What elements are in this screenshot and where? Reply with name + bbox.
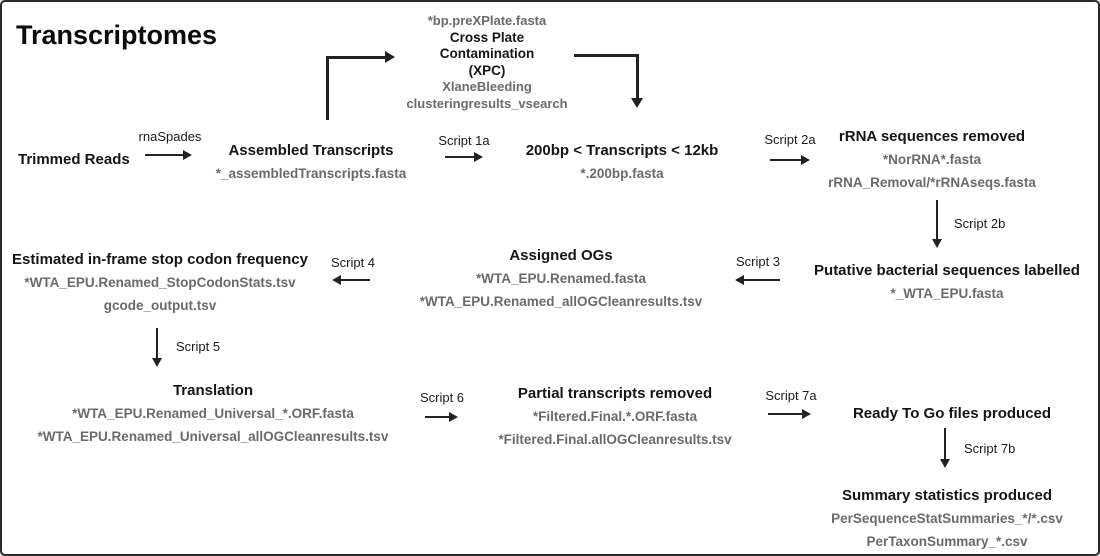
node-file: PerSequenceStatSummaries_*/*.csv [831, 511, 1063, 526]
node-title-line: Cross Plate [449, 29, 525, 45]
node-putative-bacterial-labelled: Putative bacterial sequences labelled *_… [814, 259, 1080, 305]
node-file: *_WTA_EPU.fasta [890, 286, 1004, 301]
node-file: *WTA_EPU.Renamed_allOGCleanresults.tsv [419, 294, 703, 309]
node-title: Assembled Transcripts [228, 142, 394, 159]
arrow-script-4-head [332, 275, 341, 285]
node-file: clusteringresults_vsearch [406, 95, 568, 111]
node-file: rRNA_Removal/*rRNAseqs.fasta [828, 175, 1036, 190]
arrow-from-xpc-vertical [636, 54, 639, 99]
node-file: *NorRNA*.fasta [882, 152, 982, 167]
edge-label-rnaspades: rnaSpades [138, 129, 202, 144]
node-title: Translation [172, 382, 254, 399]
node-file: *bp.preXPlate.fasta [427, 13, 547, 28]
node-assigned-ogs: Assigned OGs *WTA_EPU.Renamed.fasta *WTA… [420, 244, 703, 313]
node-file: *WTA_EPU.Renamed_Universal_allOGCleanres… [37, 429, 389, 444]
arrow-from-xpc-horizontal [574, 54, 639, 57]
node-file: *Filtered.Final.*.ORF.fasta [532, 409, 698, 424]
edge-label-script-7b: Script 7b [964, 441, 1016, 456]
node-title: Estimated in-frame stop codon frequency [12, 251, 308, 268]
arrow-script-3-line [743, 279, 780, 281]
node-file: PerTaxonSummary_*.csv [866, 534, 1028, 549]
node-file: XlaneBleeding [442, 79, 532, 94]
page-title: Transcriptomes [16, 20, 218, 50]
arrow-script-7a-head [802, 409, 811, 419]
edge-label-script-3: Script 3 [735, 254, 781, 269]
arrow-script-2b-head [932, 239, 942, 248]
node-title: Assigned OGs [509, 247, 613, 264]
node-title: Summary statistics produced [841, 487, 1053, 504]
edge-label-script-7a: Script 7a [765, 388, 817, 403]
node-trimmed-reads: Trimmed Reads [18, 148, 130, 171]
node-title: Putative bacterial sequences labelled [814, 262, 1080, 279]
arrow-script-1a-line [445, 156, 475, 158]
node-title: rRNA sequences removed [838, 128, 1026, 145]
arrow-script-5-line [156, 328, 158, 359]
arrow-script-1a-head [474, 152, 483, 162]
node-file: *.200bp.fasta [580, 166, 664, 181]
edge-label-script-5: Script 5 [176, 339, 221, 354]
node-assembled-transcripts: Assembled Transcripts *_assembledTranscr… [216, 139, 407, 185]
node-translation: Translation *WTA_EPU.Renamed_Universal_*… [38, 379, 389, 448]
arrow-script-2a-line [770, 159, 802, 161]
node-title-line: (XPC) [468, 62, 506, 78]
arrow-rnaspades-head [183, 150, 192, 160]
node-file: *_assembledTranscripts.fasta [215, 166, 407, 181]
node-size-filtered-transcripts: 200bp < Transcripts < 12kb *.200bp.fasta [526, 139, 719, 185]
node-title: Trimmed Reads [18, 151, 130, 168]
node-ready-to-go: Ready To Go files produced [853, 402, 1051, 425]
node-rrna-sequences-removed: rRNA sequences removed *NorRNA*.fasta rR… [828, 125, 1036, 194]
node-title-line: Contamination [439, 46, 535, 61]
node-file: *WTA_EPU.Renamed_Universal_*.ORF.fasta [72, 406, 354, 421]
node-partial-transcripts-removed: Partial transcripts removed *Filtered.Fi… [498, 382, 731, 451]
arrow-to-xpc-vertical [326, 57, 329, 120]
arrow-script-2a-head [801, 155, 810, 165]
arrow-to-xpc-head [385, 51, 395, 63]
node-file: *Filtered.Final.allOGCleanresults.tsv [498, 432, 732, 447]
edge-label-script-2b: Script 2b [954, 216, 1006, 231]
arrow-script-3-head [735, 275, 744, 285]
arrow-script-5-head [152, 358, 162, 367]
arrow-to-xpc-horizontal [326, 56, 386, 59]
node-file: *WTA_EPU.Renamed_StopCodonStats.tsv [24, 275, 296, 290]
arrow-rnaspades-line [145, 154, 184, 156]
arrow-script-6-line [425, 416, 450, 418]
edge-label-script-6: Script 6 [419, 390, 465, 405]
arrow-script-7a-line [768, 413, 803, 415]
edge-label-script-4: Script 4 [330, 255, 376, 270]
node-title: Ready To Go files produced [852, 405, 1052, 422]
edge-label-script-2a: Script 2a [764, 132, 816, 147]
arrow-script-4-line [340, 279, 370, 281]
arrow-script-2b-line [936, 200, 938, 240]
node-stop-codon-frequency: Estimated in-frame stop codon frequency … [12, 248, 308, 317]
node-cross-plate-contamination: *bp.preXPlate.fasta Cross Plate Contamin… [406, 13, 567, 112]
arrow-script-6-head [449, 412, 458, 422]
edge-label-script-1a: Script 1a [438, 133, 490, 148]
arrow-script-7b-line [944, 428, 946, 460]
node-file: *WTA_EPU.Renamed.fasta [475, 271, 647, 286]
node-file: gcode_output.tsv [103, 298, 217, 313]
node-title: 200bp < Transcripts < 12kb [525, 142, 719, 159]
node-title: Partial transcripts removed [517, 385, 713, 402]
node-summary-statistics: Summary statistics produced PerSequenceS… [831, 484, 1063, 553]
arrow-script-7b-head [940, 459, 950, 468]
arrow-from-xpc-head [631, 98, 643, 108]
